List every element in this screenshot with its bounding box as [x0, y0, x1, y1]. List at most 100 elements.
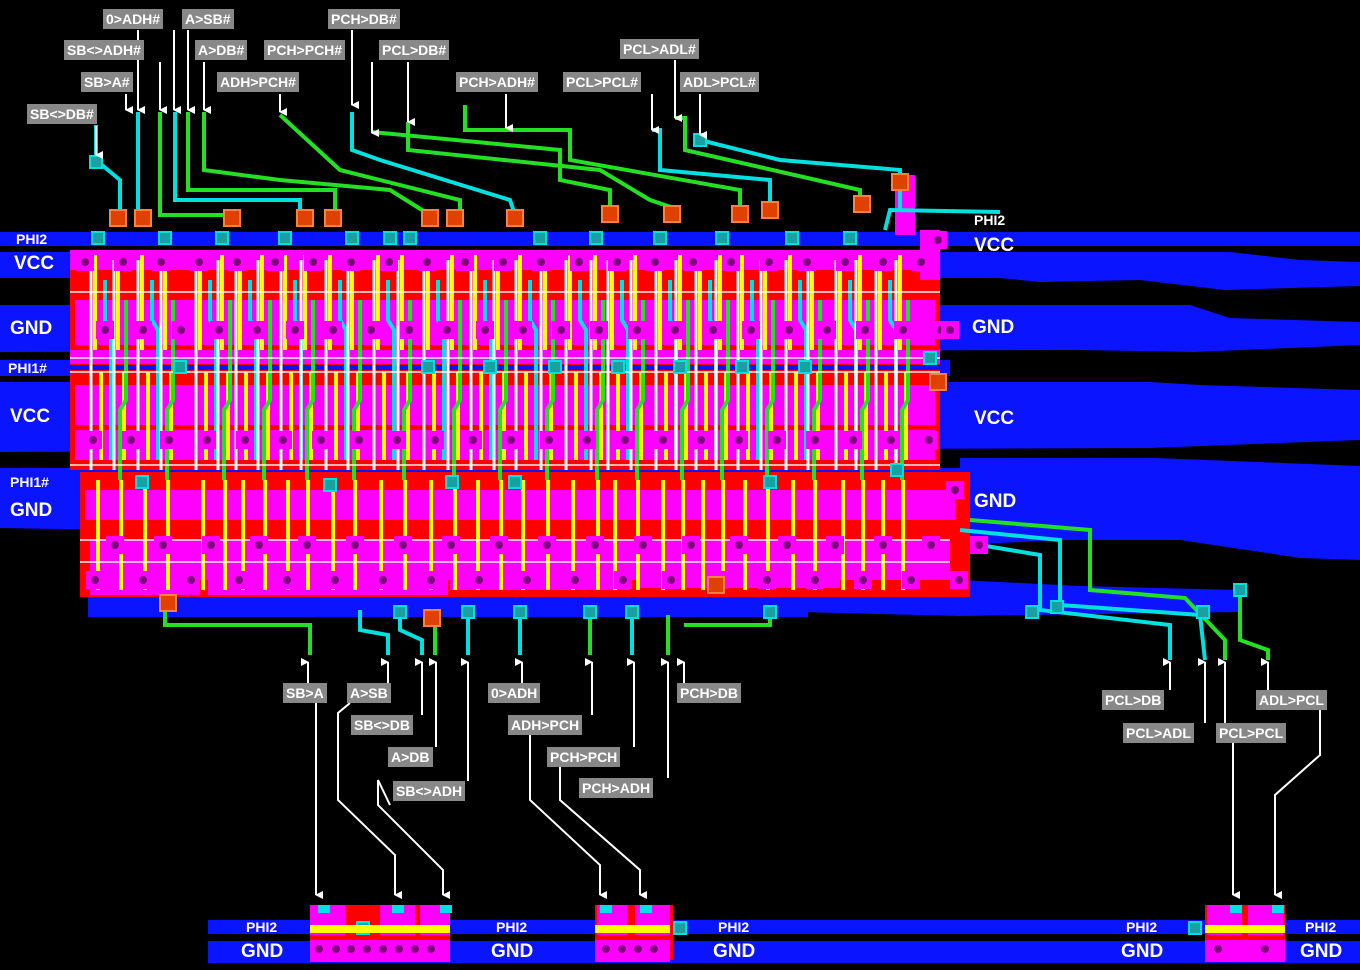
bottom-cell-gate — [310, 925, 450, 933]
contact-dot — [207, 541, 215, 549]
contact-dot — [946, 326, 954, 334]
contact-via — [323, 478, 337, 492]
contact-dot — [385, 258, 393, 266]
signal-a-db-n-label: A>DB# — [195, 40, 248, 60]
contact-dot — [367, 326, 375, 334]
bottom-cell-contact — [600, 905, 612, 913]
contact-dot — [165, 436, 173, 444]
contact-via — [393, 605, 407, 619]
metal-column — [528, 280, 538, 460]
contact-via — [173, 360, 187, 374]
signal-a-sb-label: A>SB — [347, 683, 391, 703]
signal-pcl-adl-n-label: PCL>ADL# — [620, 39, 699, 59]
contact-dot — [783, 541, 791, 549]
contact-via — [1233, 583, 1247, 597]
contact-dot — [639, 541, 647, 549]
signal-sb-adh-n-label: SB<>ADH# — [64, 40, 144, 60]
poly-contact — [296, 209, 314, 227]
contact-dot — [283, 576, 291, 584]
contact-dot — [291, 326, 299, 334]
contact-via — [583, 605, 597, 619]
poly-contact — [109, 209, 127, 227]
poly-column — [900, 300, 910, 480]
signal-pch-adh-n-label: PCH>ADH# — [456, 72, 538, 92]
signal-route — [350, 112, 517, 216]
contact-dot — [591, 541, 599, 549]
rail-right-phi2-label: PHI2 — [974, 212, 1006, 228]
contact-dot — [355, 436, 363, 444]
contact-dot — [89, 436, 97, 444]
contact-dot — [195, 258, 203, 266]
contact-dot — [139, 576, 147, 584]
poly-column — [262, 300, 272, 480]
contact-via — [1188, 921, 1202, 935]
contact-dot — [523, 576, 531, 584]
poly-contact — [707, 576, 725, 594]
label-leader — [337, 702, 402, 899]
poly-contact — [159, 594, 177, 612]
contact-dot — [545, 436, 553, 444]
contact-dot — [811, 576, 819, 584]
contact-dot — [765, 258, 773, 266]
contact-via — [653, 231, 667, 245]
contact-dot — [519, 326, 527, 334]
rail-vcc-1-label: VCC — [14, 253, 55, 274]
poly-column — [305, 300, 315, 480]
signal-pcl-db-label: PCL>DB — [1102, 690, 1165, 710]
contact-dot — [671, 326, 679, 334]
signal-sb-db-n-label: SB<>DB# — [27, 104, 97, 124]
signal-0-adh-label: 0>ADH — [488, 683, 541, 703]
contact-dot — [329, 326, 337, 334]
contact-dot — [907, 576, 915, 584]
bottom-gnd-2-label: GND — [491, 941, 534, 962]
bottom-cell-contact — [318, 905, 330, 913]
contact-dot — [411, 945, 419, 953]
signal-pcl-db-n-label: PCL>DB# — [379, 40, 450, 60]
contact-via — [158, 231, 172, 245]
metal-column — [798, 280, 808, 460]
label-leader — [377, 779, 450, 899]
contact-via — [763, 605, 777, 619]
bottom-cell-gate — [595, 925, 670, 933]
metal-column — [620, 280, 630, 460]
contact-dot — [975, 541, 983, 549]
contact-dot — [879, 258, 887, 266]
contact-dot — [785, 326, 793, 334]
contact-dot — [634, 945, 642, 953]
contact-dot — [423, 258, 431, 266]
contact-via — [445, 475, 459, 489]
rail-right-gnd-1-label: GND — [972, 317, 1015, 338]
bottom-phi2-1-label: PHI2 — [246, 919, 278, 935]
contact-via — [673, 360, 687, 374]
poly-contact — [731, 205, 749, 223]
signal-route — [883, 207, 1001, 231]
signal-sb-a-n-label: SB>A# — [81, 72, 133, 92]
contact-dot — [747, 326, 755, 334]
signal-route — [358, 610, 390, 655]
contact-via — [345, 231, 359, 245]
poly-contact — [506, 209, 524, 227]
signal-pcl-adl-label: PCL>ADL — [1123, 723, 1194, 743]
contact-dot — [233, 258, 241, 266]
diffusion-overlap-block — [85, 490, 955, 520]
contact-via — [483, 360, 497, 374]
contact-via — [715, 231, 729, 245]
contact-via — [403, 231, 417, 245]
contact-layer — [76, 133, 1285, 958]
contact-dot — [955, 576, 963, 584]
contact-dot — [687, 541, 695, 549]
contact-dot — [271, 258, 279, 266]
signal-adl-pcl-n-label: ADL>PCL# — [680, 72, 759, 92]
contact-via — [693, 133, 707, 147]
contact-dot — [1261, 945, 1269, 953]
signal-route — [163, 600, 312, 655]
signal-adl-pcl-label: ADL>PCL — [1256, 690, 1327, 710]
contact-dot — [91, 576, 99, 584]
contact-dot — [127, 436, 135, 444]
poly-contact — [601, 205, 619, 223]
metal-column — [338, 280, 348, 460]
contact-via — [383, 231, 397, 245]
contact-dot — [495, 541, 503, 549]
signal-route — [979, 543, 1172, 660]
contact-via — [843, 231, 857, 245]
